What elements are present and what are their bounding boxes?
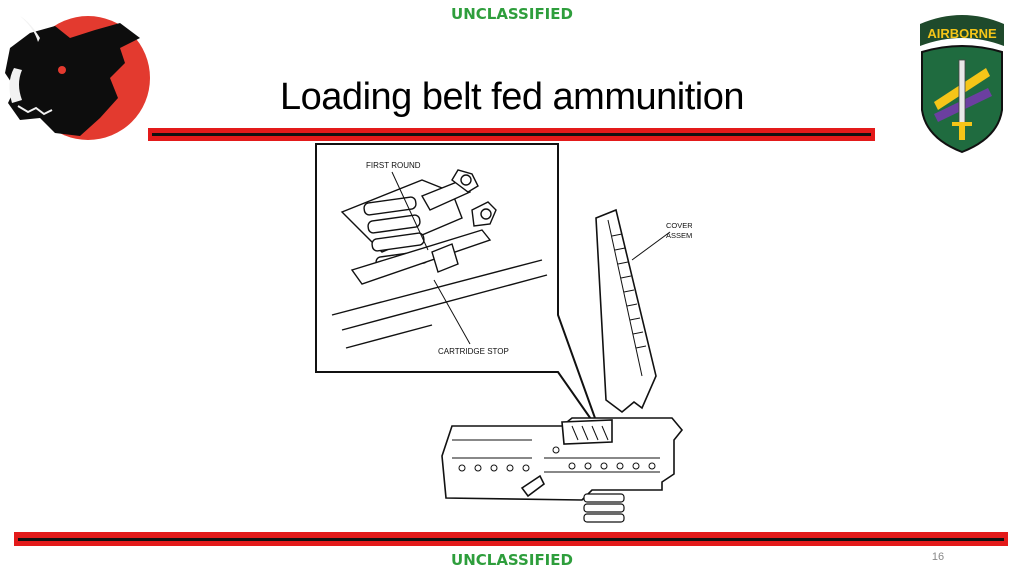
slide-number: 16 [931, 551, 945, 563]
label-cover-line1: COVER [666, 221, 692, 230]
boar-head-logo [5, 16, 150, 140]
label-cover-line2: ASSEMBLY [666, 231, 692, 240]
classification-banner-top: UNCLASSIFIED [451, 5, 573, 23]
title-rule [148, 128, 875, 141]
slide-title: Loading belt fed ammunition [280, 76, 744, 118]
airborne-special-forces-patch: AIRBORNE [920, 15, 1004, 154]
classification-banner-bottom: UNCLASSIFIED [451, 551, 573, 569]
airborne-tab-text: AIRBORNE [927, 26, 997, 41]
label-cartridge-stop: CARTRIDGE STOP [438, 347, 509, 356]
footer-rule [14, 532, 1008, 546]
label-first-round: FIRST ROUND [366, 161, 421, 170]
machine-gun-loading-diagram: FIRST ROUND CARTRIDGE STOP COVER ASSEMBL… [315, 143, 692, 523]
